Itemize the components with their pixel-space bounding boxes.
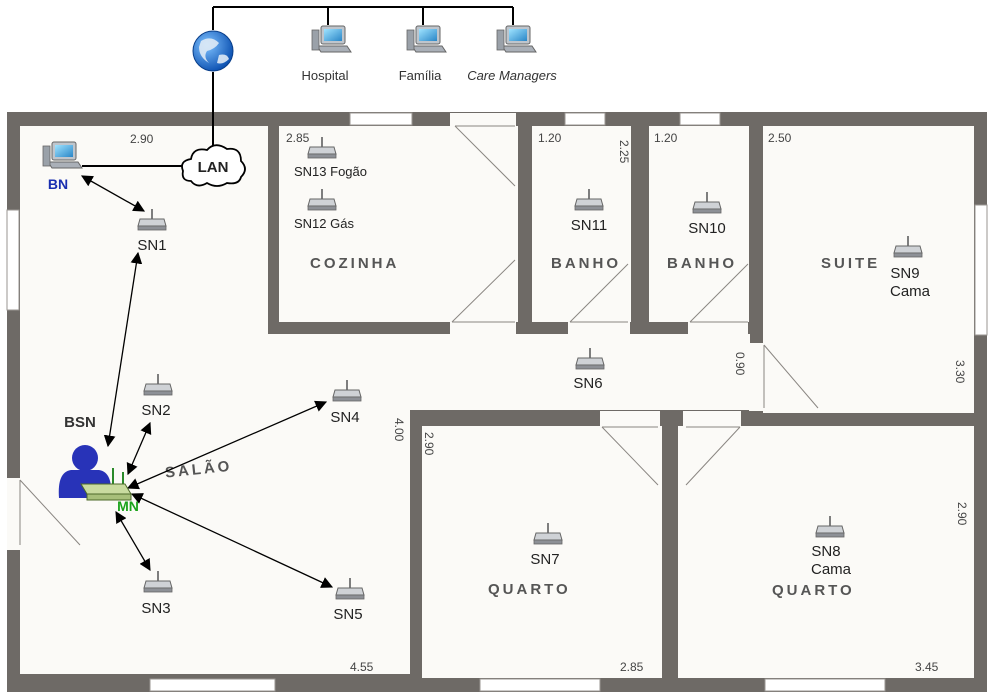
dimension-label: 2.90	[422, 432, 436, 456]
dimension-label: 4.55	[350, 660, 374, 674]
sensor-label-sn6: SN6	[573, 375, 602, 392]
link-mn-sn5	[130, 493, 334, 588]
dimension-label: 2.85	[620, 660, 644, 674]
globe-icon	[192, 30, 234, 72]
endpoint-label-care-managers: Care Managers	[467, 68, 557, 83]
sensor-label-sn9: SN9	[890, 265, 919, 282]
wan-connector	[212, 6, 514, 30]
windows	[6, 112, 988, 692]
dimension-label: 2.90	[955, 502, 969, 526]
endpoint-label-family: Família	[399, 68, 442, 83]
base-node-computer-icon	[42, 141, 83, 169]
room-label-suite: SUITE	[821, 255, 880, 272]
dimension-label: 3.30	[953, 360, 967, 384]
lan-label: LAN	[198, 159, 229, 176]
sensor-label-sn2: SN2	[141, 402, 170, 419]
dimension-label: 2.25	[617, 140, 631, 164]
body-sensor-network: BSN MN	[58, 414, 139, 514]
dimension-label: 2.90	[130, 132, 154, 146]
sensor-label-sn4: SN4	[330, 409, 359, 426]
sensor-label-sn5: SN5	[333, 606, 362, 623]
link-mn-sn3	[115, 510, 151, 572]
sensor-label-sn13: SN13 Fogão	[294, 164, 367, 179]
router-icon	[80, 468, 132, 501]
room-label-bedroom2: QUARTO	[772, 582, 855, 599]
suite-floor	[763, 126, 974, 413]
sensor-label-sn1: SN1	[137, 237, 166, 254]
external-network: Hospital Família Care Managers LAN BN	[42, 6, 557, 192]
link-bn-sn1	[80, 175, 146, 212]
bedroom1-floor	[422, 426, 662, 678]
computer-icon	[311, 25, 352, 53]
sensor-label-sn11: SN11	[571, 217, 607, 234]
sensor-sublabel-sn9: Cama	[890, 283, 931, 300]
room-label-bedroom1: QUARTO	[488, 581, 571, 598]
sensor-label-sn12: SN12 Gás	[294, 216, 354, 231]
room-label-bathroom2: BANHO	[667, 255, 737, 272]
base-node-label: BN	[48, 176, 68, 192]
endpoint-label-hospital: Hospital	[302, 68, 349, 83]
bathroom1-floor	[532, 126, 631, 322]
link-mn-sn4	[126, 400, 328, 490]
cloud-icon: LAN	[181, 144, 246, 187]
sensor-sublabel-sn8: Cama	[811, 561, 852, 578]
kitchen-floor	[279, 126, 518, 322]
bathroom2-floor	[649, 126, 749, 322]
room-label-kitchen: COZINHA	[310, 255, 399, 272]
mn-label: MN	[117, 498, 139, 514]
dimension-label: 3.45	[915, 660, 939, 674]
dimension-label: 2.85	[286, 131, 310, 145]
wireless-links	[80, 175, 334, 588]
sensor-nodes: SN1 SN2 SN3 SN4 SN5 SN6 SN7 SN8 Cama SN9…	[137, 136, 931, 623]
dimension-label: 1.20	[654, 131, 678, 145]
sensor-label-sn10: SN10	[688, 220, 726, 237]
sensor-label-sn7: SN7	[530, 551, 559, 568]
computer-icon	[406, 25, 447, 53]
computer-icon	[496, 25, 537, 53]
sensor-label-sn3: SN3	[141, 600, 170, 617]
link-bsn-sn1	[103, 251, 143, 448]
dimension-label: 1.20	[538, 131, 562, 145]
dimension-label: 2.50	[768, 131, 792, 145]
doors	[7, 113, 819, 550]
room-label-bathroom1: BANHO	[551, 255, 621, 272]
bsn-label: BSN	[64, 414, 96, 431]
dimension-label: 0.90	[733, 352, 747, 376]
dimension-label: 4.00	[392, 418, 406, 442]
bedroom2-floor	[678, 426, 974, 678]
sensor-label-sn8: SN8	[811, 543, 840, 560]
living-room-floor-lower	[268, 410, 410, 674]
floorplan: COZINHA BANHO BANHO SUITE SALÃO QUARTO Q…	[6, 112, 988, 692]
